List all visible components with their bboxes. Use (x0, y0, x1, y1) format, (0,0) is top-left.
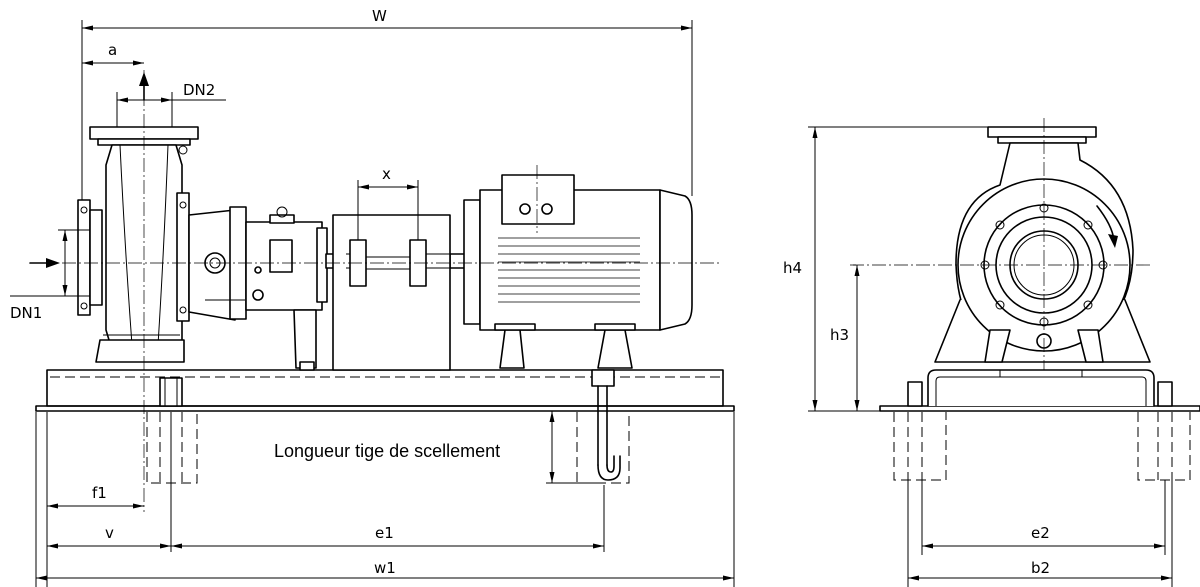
pump-volute-end (934, 126, 1151, 363)
foundation-pockets-end (893, 412, 1191, 481)
flow-arrows-side (29, 72, 149, 268)
pump-casing (77, 126, 199, 363)
centerlines-end (850, 118, 1150, 370)
dimensions-side (10, 20, 735, 587)
dim-label-v: v (105, 524, 114, 542)
dim-label-h3: h3 (830, 326, 849, 344)
foundation-pockets-side (146, 412, 630, 484)
dim-label-DN1: DN1 (10, 304, 42, 322)
dim-label-DN2: DN2 (183, 81, 215, 99)
dim-label-a: a (108, 41, 117, 59)
dim-label-b2: b2 (1031, 559, 1050, 577)
anchor-bolt (591, 369, 621, 481)
baseplate-end (879, 369, 1200, 412)
dim-label-e2: e2 (1031, 524, 1050, 542)
anchor-bolt-length-label: Longueur tige de scellement (274, 441, 500, 461)
motor (463, 174, 693, 369)
side-view: W a DN2 x DN1 Longueur tige de scellemen… (10, 7, 735, 587)
centerlines-side (40, 70, 720, 512)
end-view: h4 h3 e2 b2 (783, 118, 1200, 587)
dim-label-f1: f1 (92, 484, 107, 502)
dimensions-end (808, 126, 1173, 587)
dim-label-x: x (382, 165, 391, 183)
dim-label-h4: h4 (783, 259, 802, 277)
dim-label-w1: w1 (374, 559, 396, 577)
baseplate-side (35, 369, 735, 412)
coupling-guard (332, 214, 451, 371)
dim-label-e1: e1 (375, 524, 394, 542)
dim-label-W: W (372, 7, 387, 25)
bearing-bracket (188, 206, 328, 371)
